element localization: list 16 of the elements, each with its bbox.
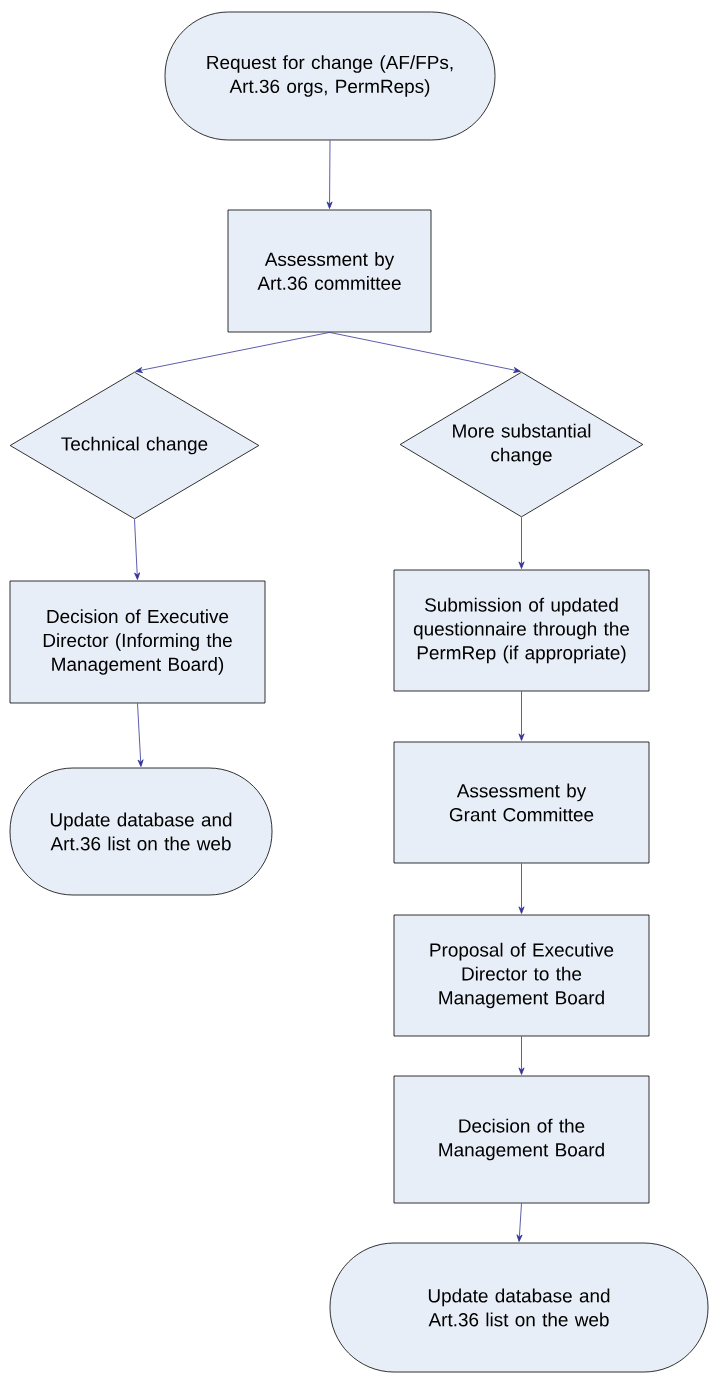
arrow xyxy=(329,332,521,373)
process-box: Decision of the Management Board xyxy=(393,1075,650,1204)
arrow xyxy=(518,691,525,741)
arrow xyxy=(518,517,525,569)
arrow xyxy=(518,1036,525,1075)
process-box: Submission of updated questionnaire through the PermRep (if appropriate) xyxy=(393,569,650,692)
process-box: Decision of Executive Director (Informing the Management Board) xyxy=(9,580,266,704)
arrow xyxy=(326,140,333,209)
arrow xyxy=(137,703,144,767)
arrow xyxy=(518,863,525,914)
arrow xyxy=(516,1203,523,1242)
process-box: Assessment by Art.36 committee xyxy=(227,209,432,333)
arrow xyxy=(135,332,330,373)
process-box: Assessment by Grant Committee xyxy=(393,741,650,864)
process-box: Proposal of Executive Director to the Management Board xyxy=(393,914,650,1037)
arrow xyxy=(134,519,141,580)
